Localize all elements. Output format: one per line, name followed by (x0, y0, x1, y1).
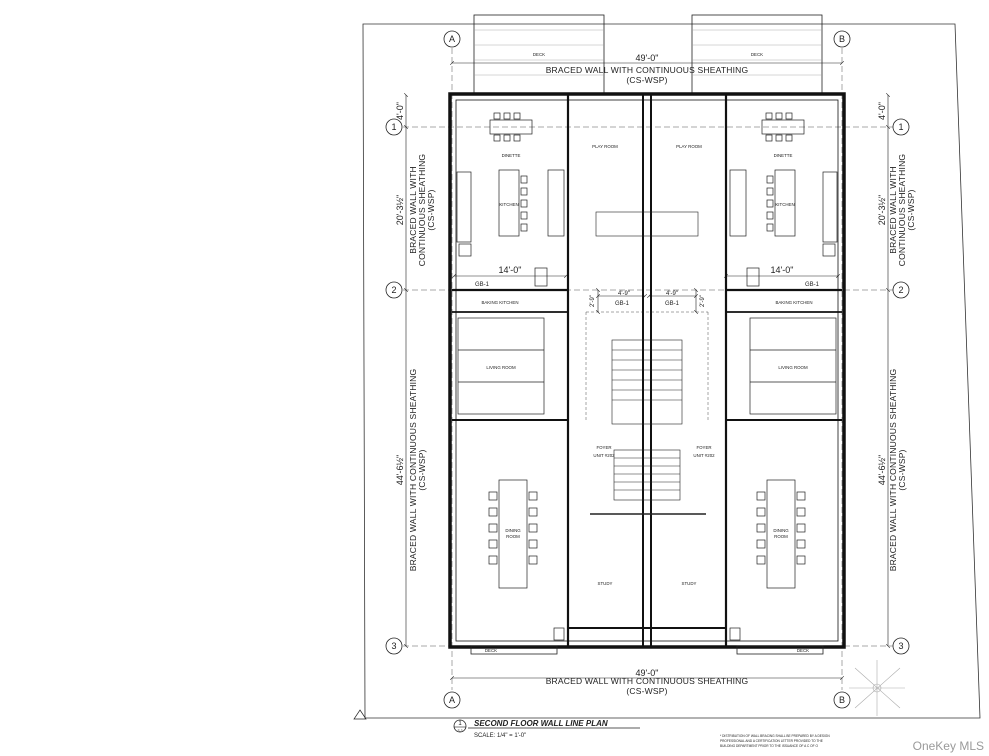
property-boundary (362, 23, 981, 719)
room-dining-right-2: ROOM (774, 534, 788, 539)
room-foyer-right: FOYER (696, 445, 711, 450)
bracing-bottom-line1: BRACED WALL WITH CONTINUOUS SHEATHING (546, 676, 749, 686)
dim-kitchen-right: 14'-0" (771, 265, 794, 275)
svg-text:* DISTRIBUTION OF WALL BRACING: * DISTRIBUTION OF WALL BRACING SHALL BE … (720, 734, 830, 738)
room-unit-right: UNIT #202 (693, 453, 715, 458)
bracing-right-lower2: (CS-WSP) (897, 449, 907, 490)
dim-right-top: 4'-0" (877, 102, 887, 120)
bracing-left-lower2: (CS-WSP) (417, 449, 427, 490)
grid-bubble-a-bottom: A (443, 691, 461, 709)
deck-bottom-right-label: DECK (797, 648, 809, 653)
svg-text:3: 3 (898, 641, 903, 651)
dim-kitchen-left: 14'-0" (499, 265, 522, 275)
deck-top-right-label: DECK (751, 52, 763, 57)
svg-text:B: B (839, 34, 845, 44)
svg-text:1: 1 (898, 122, 903, 132)
svg-text:A: A (449, 34, 455, 44)
title-text: SECOND FLOOR WALL LINE PLAN (474, 719, 608, 728)
room-study-right: STUDY (682, 581, 697, 586)
svg-text:PROFESSIONAL AND A CERTIFICATI: PROFESSIONAL AND A CERTIFICATION LETTER … (720, 739, 823, 743)
room-living-left: LIVING ROOM (486, 365, 516, 370)
room-dinette-right: DINETTE (774, 153, 793, 158)
grid-bubble-a-top: A (443, 30, 461, 48)
deck-bottom-left-label: DECK (485, 648, 497, 653)
grid-bubble-1-left: 1 (385, 118, 403, 136)
grid-bubble-3-left: 3 (385, 637, 403, 655)
room-dining-left-2: ROOM (506, 534, 520, 539)
bracing-right-upper2: CONTINUOUS SHEATHING (897, 154, 907, 266)
gb-tag-right-stair: GB-1 (665, 301, 680, 307)
bottom-decks (470, 645, 824, 655)
fixtures-left (456, 112, 565, 641)
dim-left-top: 4'-0" (395, 102, 405, 120)
room-play-right: PLAY ROOM (676, 144, 702, 149)
grid-bubble-1-right: 1 (892, 118, 910, 136)
room-living-right: LIVING ROOM (778, 365, 808, 370)
room-dining-right-1: DINING (773, 528, 789, 533)
dim-right-mid: 20'-3½" (877, 195, 887, 225)
dim-left-low: 44'-6½" (395, 455, 405, 485)
svg-text:2: 2 (898, 285, 903, 295)
bracing-left-upper1: BRACED WALL WITH (408, 166, 418, 254)
bracing-left-lower1: BRACED WALL WITH CONTINUOUS SHEATHING (408, 369, 418, 572)
stairs (585, 211, 709, 515)
dim-top-width: 49'-0" (636, 53, 659, 63)
bracing-right-upper1: BRACED WALL WITH (888, 166, 898, 254)
room-baking-left: BAKING KITCHEN (481, 300, 518, 305)
svg-text:1: 1 (391, 122, 396, 132)
bracing-right-upper3: (CS-WSP) (906, 189, 916, 230)
watermark: OneKey MLS (913, 739, 984, 753)
title-scale: SCALE: 1/4" = 1'-0" (474, 733, 526, 739)
bracing-top-line1: BRACED WALL WITH CONTINUOUS SHEATHING (546, 65, 749, 75)
svg-text:3: 3 (391, 641, 396, 651)
svg-text:2: 2 (391, 285, 396, 295)
dim-gb-left: 4'-9" (618, 291, 630, 297)
grid-bubble-3-right: 3 (892, 637, 910, 655)
revision-triangle-icon (353, 709, 367, 720)
grid-bubble-2-right: 2 (892, 281, 910, 299)
dimension-lines (406, 63, 888, 678)
general-notes: * DISTRIBUTION OF WALL BRACING SHALL BE … (720, 734, 830, 748)
room-dining-left-1: DINING (505, 528, 521, 533)
svg-text:B: B (839, 695, 845, 705)
bracing-left-upper3: (CS-WSP) (426, 189, 436, 230)
room-kitchen-left: KITCHEN (499, 202, 518, 207)
svg-text:BUILDING DEPARTMENT PRIOR TO T: BUILDING DEPARTMENT PRIOR TO THE ISSUANC… (720, 744, 818, 748)
gb-tag-left-stair: GB-1 (615, 301, 630, 307)
grid-bubble-2-left: 2 (385, 281, 403, 299)
grid-bubble-b-top: B (833, 30, 851, 48)
grid-bubble-b-bottom: B (833, 691, 851, 709)
deck-top-left-label: DECK (533, 52, 545, 57)
room-dinette-left: DINETTE (502, 153, 521, 158)
building-walls (448, 92, 846, 649)
bracing-top-line2: (CS-WSP) (626, 75, 667, 85)
room-baking-right: BAKING KITCHEN (775, 300, 812, 305)
svg-text:A: A (449, 695, 455, 705)
title-number: 1 (458, 721, 462, 727)
room-unit-left: UNIT #202 (593, 453, 615, 458)
dim-left-mid: 20'-3½" (395, 195, 405, 225)
title-sheet: S-3 (458, 729, 463, 733)
fixtures-right (729, 112, 838, 641)
title-block: 1 S-3 SECOND FLOOR WALL LINE PLAN SCALE:… (453, 719, 640, 739)
room-kitchen-right: KITCHEN (775, 202, 794, 207)
room-play-left: PLAY ROOM (592, 144, 618, 149)
gb-tag-right-kitchen: GB-1 (805, 282, 820, 288)
dim-stair-left: 2'-9" (590, 295, 596, 307)
gb-tag-left-kitchen: GB-1 (475, 282, 490, 288)
room-foyer-left: FOYER (596, 445, 611, 450)
room-study-left: STUDY (598, 581, 613, 586)
dim-stair-right: 2'-9" (700, 295, 706, 307)
dim-bottom-width: 49'-0" (636, 668, 659, 678)
grid-lines (403, 48, 893, 690)
dim-gb-right: 4'-9" (666, 291, 678, 297)
bracing-right-lower1: BRACED WALL WITH CONTINUOUS SHEATHING (888, 369, 898, 572)
north-arrow-icon (849, 660, 905, 716)
dim-right-low: 44'-6½" (877, 455, 887, 485)
bracing-left-upper2: CONTINUOUS SHEATHING (417, 154, 427, 266)
bracing-bottom-line2: (CS-WSP) (626, 686, 667, 696)
